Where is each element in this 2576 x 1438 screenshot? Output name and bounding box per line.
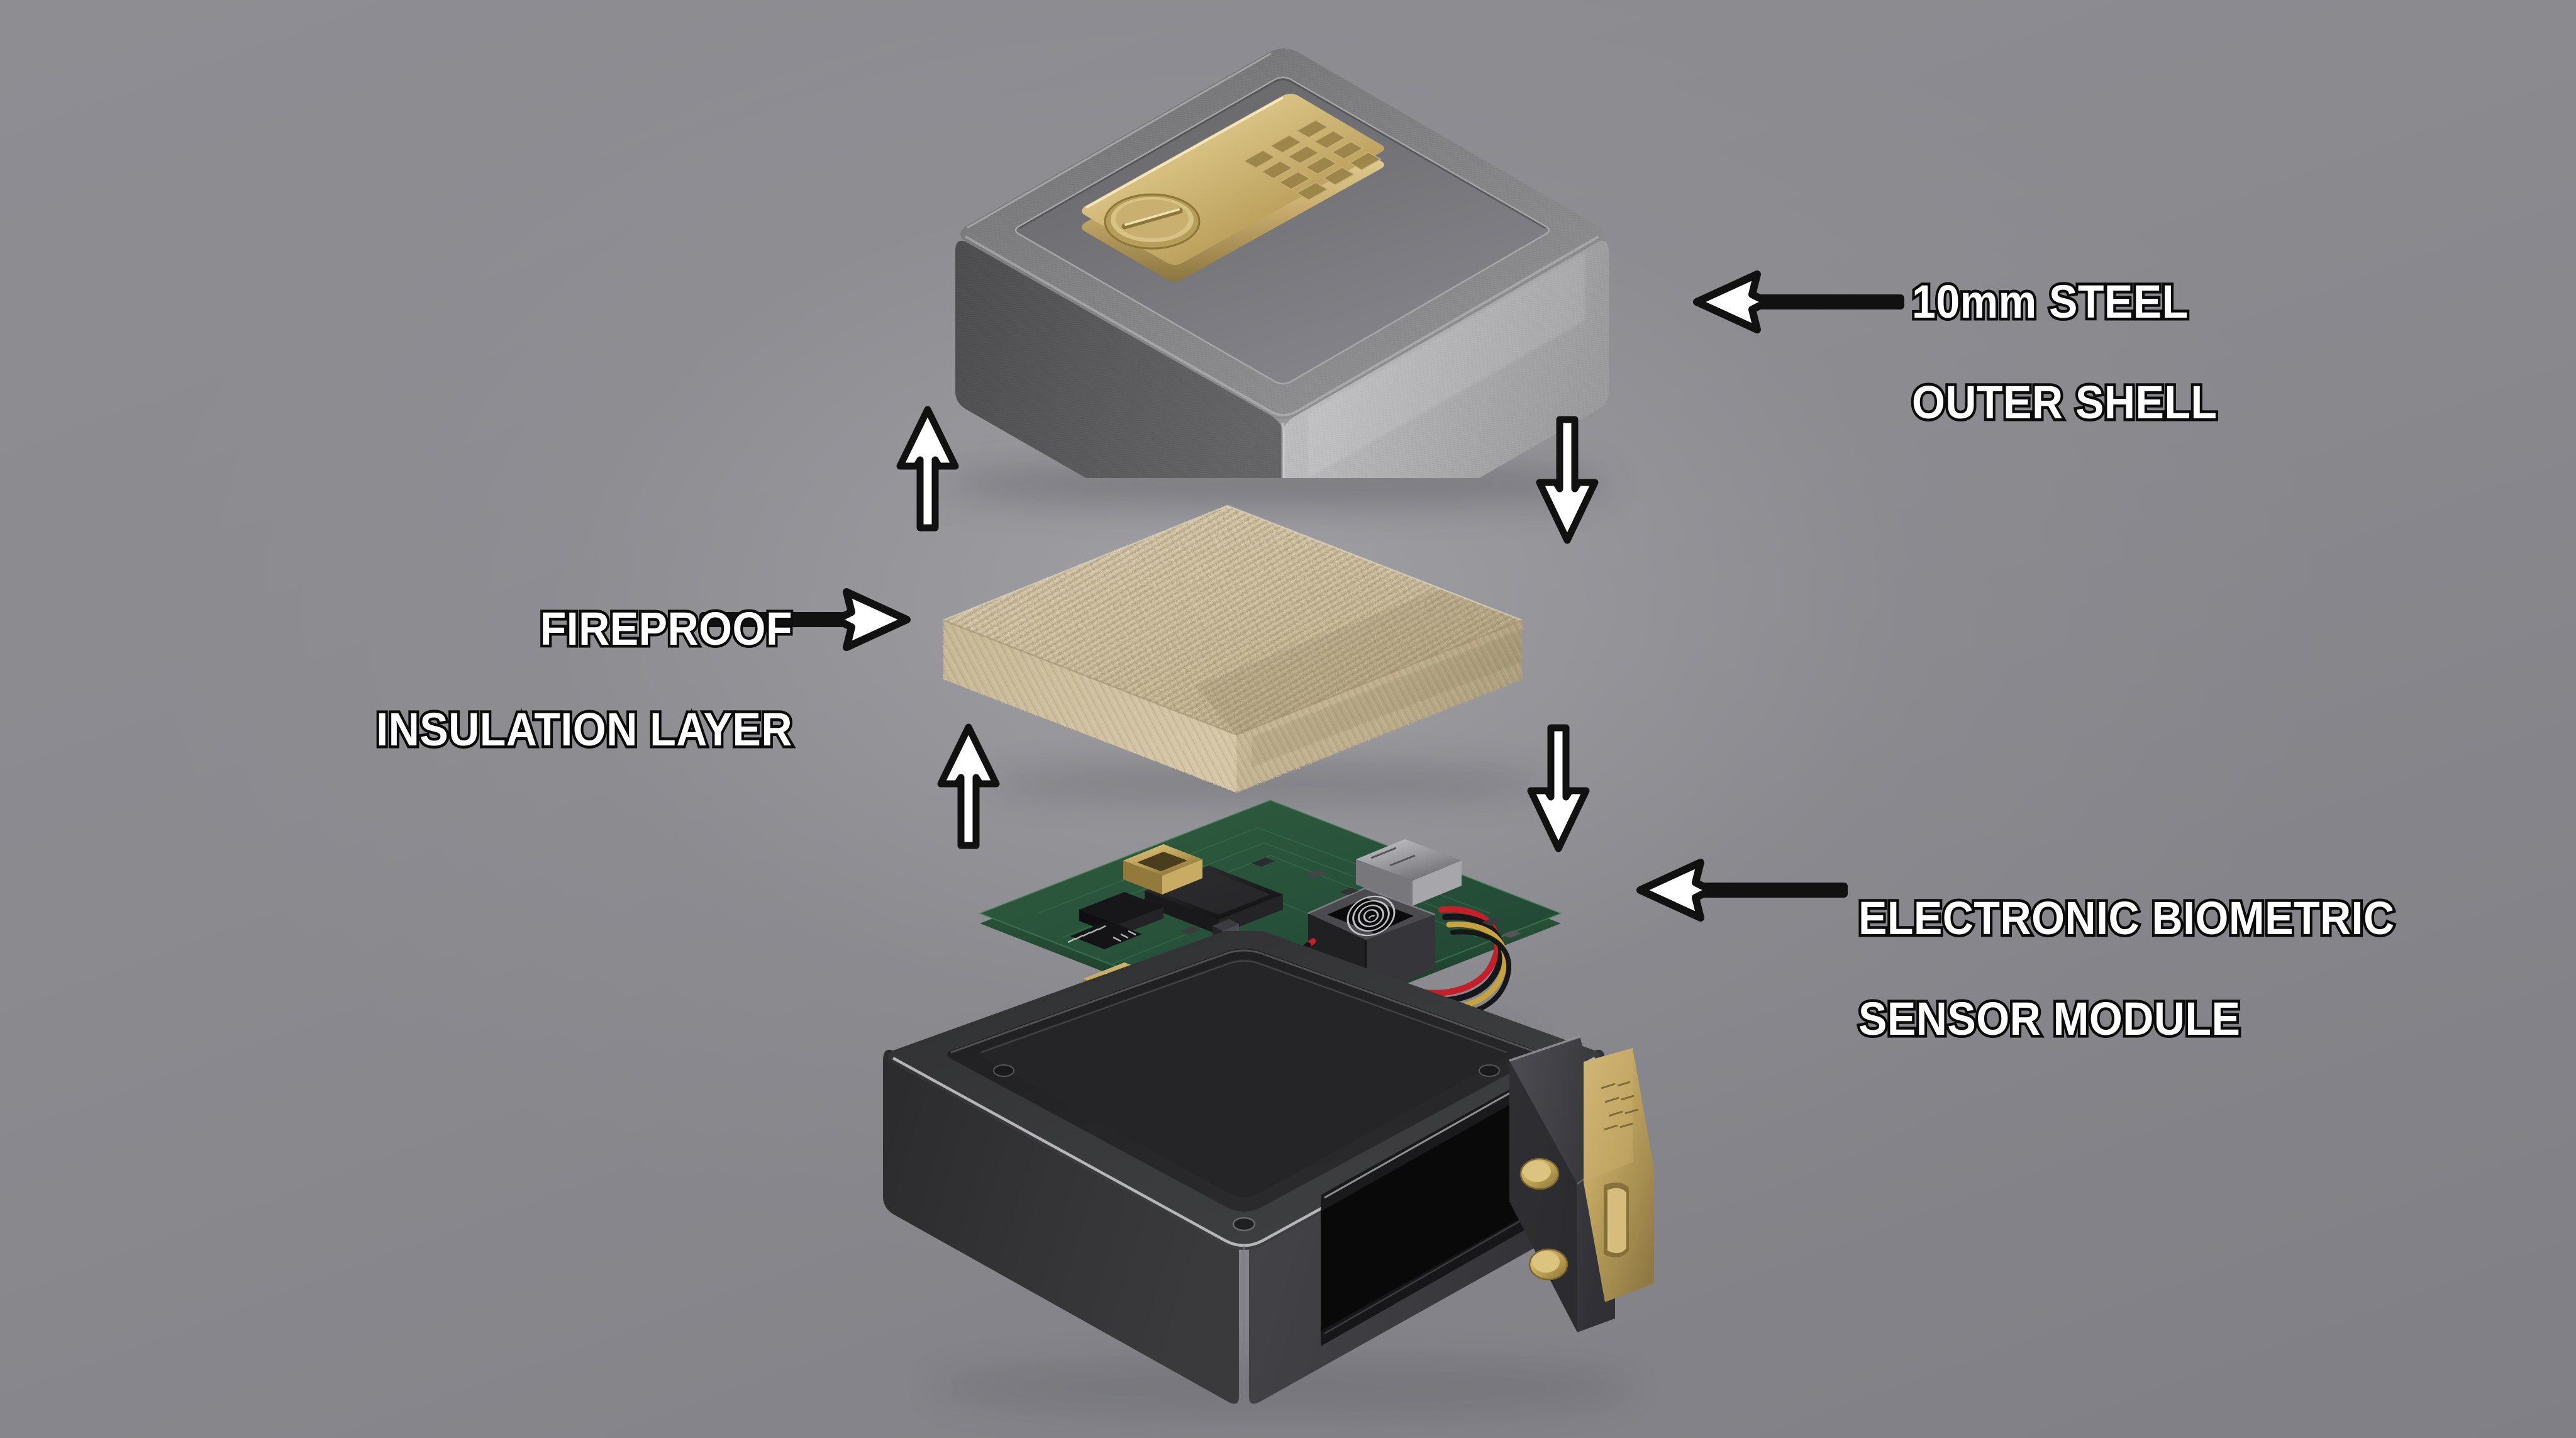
callout-insulation-line-1: FIREPROOF	[538, 601, 795, 657]
rf-shield-can	[1356, 839, 1462, 906]
key-dial-icon[interactable]	[1104, 193, 1201, 250]
callout-label-sensor-module: ELECTRONIC BIOMETRIC SENSOR MODULE	[1856, 843, 2397, 1095]
callout-steel-line-1: 10mm STEEL	[1909, 274, 2191, 330]
leader-arrow-steel-shell	[1692, 264, 1906, 340]
fingerprint-icon	[1346, 895, 1396, 937]
keypad-icon[interactable]	[1243, 120, 1382, 201]
door-handle	[1607, 1188, 1626, 1254]
hdmi-connector-icon	[1123, 844, 1202, 895]
body-rim-highlight	[892, 1057, 1596, 1247]
leader-arrow-sensor-module	[1635, 852, 1849, 928]
callout-sensor-line-2: SENSOR MODULE	[1856, 991, 2243, 1047]
callout-label-steel-shell: 10mm STEEL OUTER SHELL	[1909, 226, 2219, 478]
insulation-left-face	[943, 620, 1236, 793]
door-keypad-icon	[1601, 1081, 1638, 1131]
screw-hole	[993, 1064, 1014, 1077]
screw-hole	[1479, 1064, 1500, 1077]
fireproof-insulation-layer[interactable]	[899, 497, 1566, 793]
shell-top-face	[960, 48, 1604, 419]
callout-sensor-line-1: ELECTRONIC BIOMETRIC	[1856, 890, 2397, 946]
leader-arrow-insulation	[698, 582, 912, 657]
brass-lock-plate[interactable]	[1082, 94, 1384, 281]
callout-insulation-line-2: INSULATION LAYER	[374, 701, 795, 757]
assembly-arrow-down-1	[1530, 412, 1605, 544]
assembly-arrow-up-1	[890, 406, 965, 532]
safe-door[interactable]	[1509, 1035, 1654, 1332]
body-left-face	[883, 1049, 1239, 1404]
assembly-arrow-up-2	[931, 723, 1006, 849]
door-brass-faceplate[interactable]	[1584, 1048, 1654, 1302]
soic-chip	[1067, 921, 1142, 949]
insulation-right-face	[1236, 620, 1522, 793]
assembly-arrow-down-2	[1521, 720, 1596, 852]
locking-bolts	[1519, 1157, 1568, 1281]
callout-steel-line-2: OUTER SHELL	[1909, 374, 2219, 430]
screw-hole	[1232, 1217, 1256, 1232]
body-top-face	[888, 928, 1600, 1250]
callout-label-insulation: FIREPROOF INSULATION LAYER	[133, 554, 795, 805]
safe-body-enclosure[interactable]	[880, 928, 1685, 1409]
